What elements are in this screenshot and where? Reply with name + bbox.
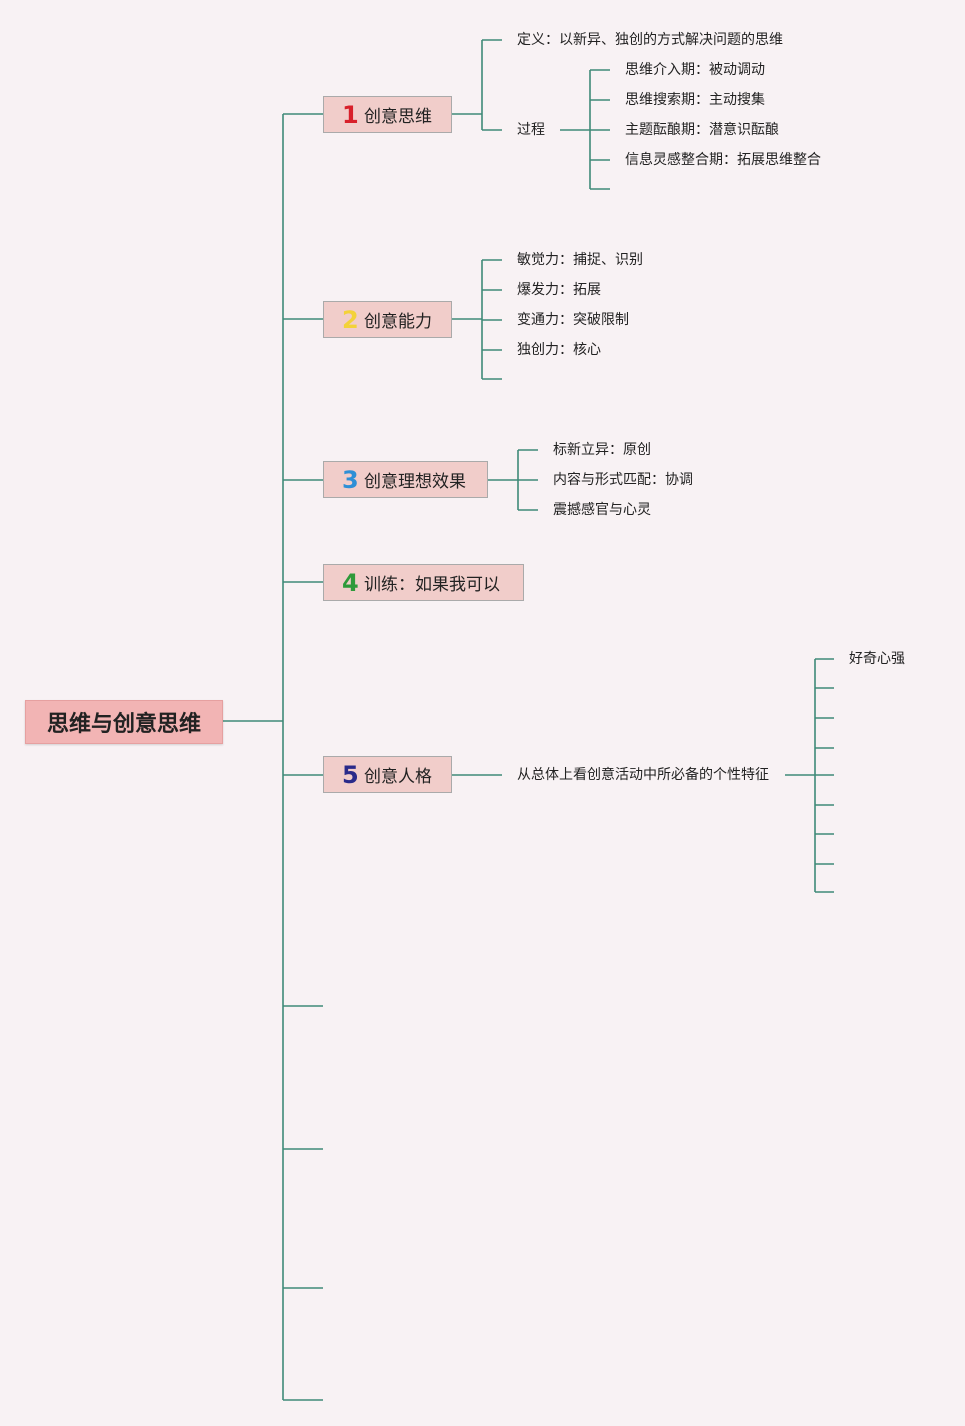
number-3-icon: 3 [342, 465, 359, 494]
topic-label: 创意人格 [364, 767, 432, 787]
number-5-icon: 5 [342, 760, 359, 789]
leaf-ability[interactable]: 独创力：核心 [517, 342, 601, 358]
topic-label: 创意思维 [364, 107, 432, 127]
leaf-trait[interactable]: 好奇心强 [849, 651, 905, 667]
topic-training[interactable]: 4 训练：如果我可以 [323, 564, 524, 601]
leaf-process-stage[interactable]: 思维搜索期：主动搜集 [625, 92, 765, 108]
leaf-process[interactable]: 过程 [517, 122, 545, 138]
leaf-process-stage[interactable]: 思维介入期：被动调动 [625, 62, 765, 78]
topic-creative-thinking[interactable]: 1 创意思维 [323, 96, 452, 133]
topic-ideal-effect[interactable]: 3 创意理想效果 [323, 461, 488, 498]
leaf-ability[interactable]: 爆发力：拓展 [517, 282, 601, 298]
root-topic[interactable]: 思维与创意思维 [25, 700, 223, 744]
leaf-personality-overview[interactable]: 从总体上看创意活动中所必备的个性特征 [517, 767, 769, 783]
leaf-definition[interactable]: 定义：以新异、独创的方式解决问题的思维 [517, 32, 783, 48]
leaf-effect[interactable]: 内容与形式匹配：协调 [553, 472, 693, 488]
leaf-ability[interactable]: 敏觉力：捕捉、识别 [517, 252, 643, 268]
number-2-icon: 2 [342, 305, 359, 334]
topic-label: 创意理想效果 [364, 472, 466, 492]
leaf-ability[interactable]: 变通力：突破限制 [517, 312, 629, 328]
topic-creative-personality[interactable]: 5 创意人格 [323, 756, 452, 793]
topic-label: 创意能力 [364, 312, 432, 332]
number-4-icon: 4 [342, 568, 359, 597]
leaf-effect[interactable]: 震撼感官与心灵 [553, 502, 651, 518]
leaf-process-stage[interactable]: 信息灵感整合期：拓展思维整合 [625, 152, 821, 168]
topic-label: 训练：如果我可以 [364, 575, 500, 595]
number-1-icon: 1 [342, 100, 359, 129]
leaf-process-stage[interactable]: 主题酝酿期：潜意识酝酿 [625, 122, 779, 138]
topic-creative-ability[interactable]: 2 创意能力 [323, 301, 452, 338]
leaf-effect[interactable]: 标新立异：原创 [553, 442, 651, 458]
